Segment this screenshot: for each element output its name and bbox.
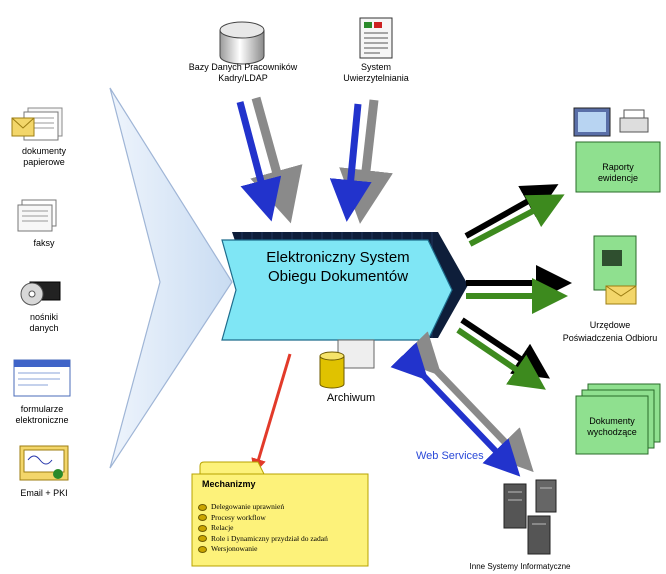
arrow-out3-green bbox=[456, 327, 546, 390]
bullet-icon bbox=[198, 524, 207, 532]
arrow-auth-gray bbox=[339, 99, 393, 224]
bullet-icon bbox=[198, 514, 207, 522]
servers-icon bbox=[503, 479, 557, 555]
fax-icon bbox=[17, 199, 57, 232]
input-label-forms: formularze elektroniczne bbox=[15, 404, 69, 425]
outgoing-documents-icon bbox=[575, 383, 661, 455]
arrow-out1-black bbox=[464, 184, 559, 239]
arrow-db-blue bbox=[236, 101, 282, 222]
input-label-media: nośniki danych bbox=[29, 312, 59, 333]
mechanism-item: Procesy workflow bbox=[198, 513, 328, 524]
mechanisms-folder bbox=[191, 461, 369, 567]
bullet-icon bbox=[198, 545, 207, 553]
arrow-ws-blue bbox=[390, 342, 521, 477]
input-label-fax: faksy bbox=[33, 238, 55, 248]
output-label-reports: Raporty ewidencje bbox=[597, 162, 639, 183]
web-services-label: Web Services bbox=[416, 450, 484, 462]
bullet-icon bbox=[198, 535, 207, 543]
other-systems-label: Inne Systemy Informatyczne bbox=[469, 562, 571, 571]
archive-label: Archiwum bbox=[326, 392, 376, 404]
center-title-line2: Obiegu Dokumentów bbox=[267, 268, 409, 285]
auth-system-label: System Uwierzytelniania bbox=[343, 62, 409, 83]
bullet-icon bbox=[198, 503, 207, 511]
auth-document-icon bbox=[359, 17, 393, 59]
arrow-out3-black bbox=[460, 317, 550, 379]
center-title: Elektroniczny System Obiegu Dokumentów bbox=[240, 248, 436, 286]
archive-icon bbox=[319, 339, 375, 389]
database-icon bbox=[219, 21, 265, 65]
data-media-icon bbox=[20, 281, 61, 306]
arrow-auth-blue bbox=[329, 103, 372, 222]
output-label-receipts: Urzędowe Poświadczenia Odbioru bbox=[562, 320, 658, 343]
input-label-paper: dokumenty papierowe bbox=[21, 146, 67, 167]
arrow-mechanisms bbox=[251, 353, 292, 474]
input-label-email: Email + PKI bbox=[20, 488, 68, 498]
mechanisms-list: Delegowanie uprawnień Procesy workflow R… bbox=[198, 502, 328, 555]
electronic-form-icon bbox=[13, 359, 71, 397]
arrow-ws-gray bbox=[397, 331, 534, 473]
mechanism-item: Delegowanie uprawnień bbox=[198, 502, 328, 513]
paper-documents-icon bbox=[11, 107, 63, 141]
email-pki-icon bbox=[19, 445, 69, 481]
receipts-icon bbox=[593, 235, 637, 305]
input-chevron bbox=[109, 87, 233, 469]
arrow-out1-green bbox=[468, 194, 565, 247]
mechanisms-title: Mechanizmy bbox=[202, 479, 256, 489]
output-label-outgoing: Dokumenty wychodzące bbox=[587, 416, 637, 437]
hr-database-label: Bazy Danych Pracowników Kadry/LDAP bbox=[188, 62, 298, 83]
mechanism-item: Relacje bbox=[198, 523, 328, 534]
center-title-line1: Elektroniczny System bbox=[266, 249, 410, 266]
mechanism-item: Role i Dynamiczny przydział do zadań bbox=[198, 534, 328, 545]
mechanism-item: Wersjonowanie bbox=[198, 544, 328, 555]
reports-icon bbox=[573, 107, 661, 193]
